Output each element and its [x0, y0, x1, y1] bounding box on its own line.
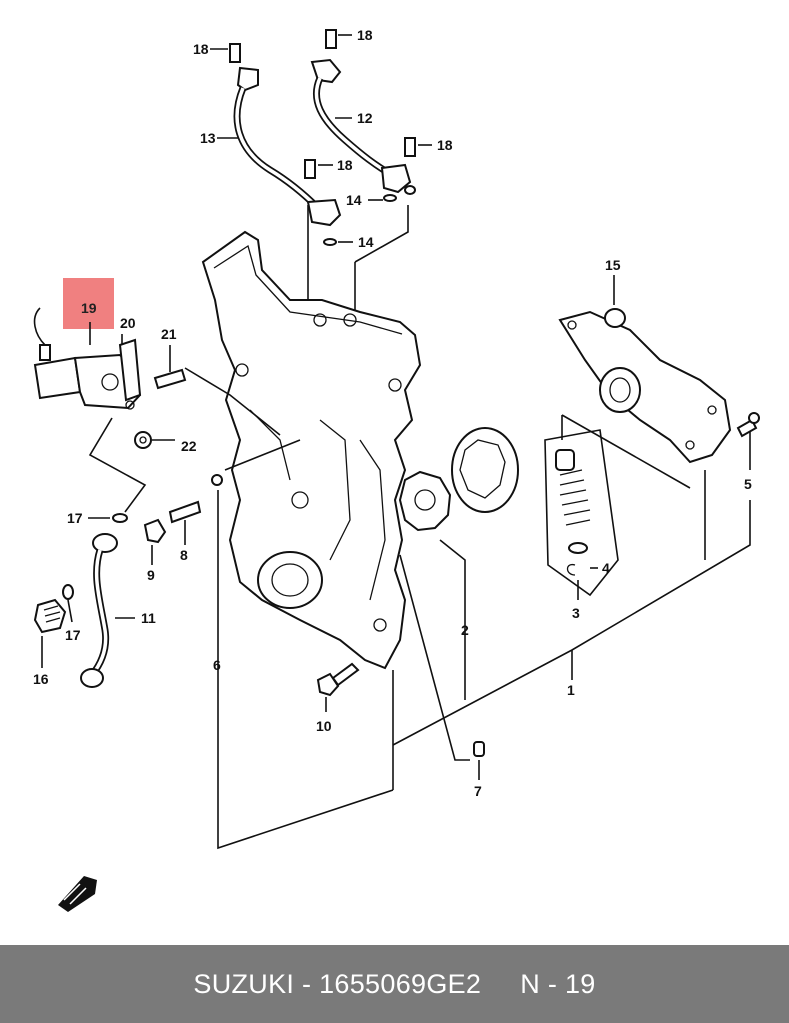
- dowel-6: [211, 474, 223, 486]
- timing-chain-cover: [201, 230, 422, 670]
- plug-9: [143, 518, 167, 544]
- label-20: 20: [120, 315, 136, 331]
- bolt-5: [736, 412, 760, 438]
- o-ring-17a: [112, 513, 128, 523]
- label-15: 15: [605, 257, 621, 273]
- label-19: 19: [81, 300, 97, 316]
- label-18d: 18: [337, 157, 353, 173]
- label-11: 11: [141, 610, 156, 626]
- pin-7: [473, 741, 485, 757]
- oil-pipe-13: [233, 66, 342, 227]
- o-ring-17b: [62, 584, 74, 600]
- nut-22: [134, 431, 152, 449]
- label-18c: 18: [437, 137, 453, 153]
- banjo-bolts-18: [229, 29, 416, 179]
- relief-valve-3: [544, 429, 619, 597]
- bolt-10: [316, 662, 360, 697]
- label-1: 1: [567, 682, 575, 698]
- stud-21: [153, 368, 187, 390]
- seal-15: [604, 308, 626, 328]
- label-17a: 17: [67, 510, 83, 526]
- label-7: 7: [474, 783, 482, 799]
- label-3: 3: [572, 605, 580, 621]
- label-12: 12: [357, 110, 373, 126]
- oil-pipe-12: [310, 58, 412, 194]
- label-21: 21: [161, 326, 177, 342]
- oil-pipe-11: [80, 533, 118, 688]
- label-10: 10: [316, 718, 332, 734]
- gasket-20: [118, 338, 142, 402]
- label-13: 13: [200, 130, 216, 146]
- highlight-box-19: [63, 278, 114, 329]
- label-14b: 14: [358, 234, 374, 250]
- oil-pump-rotor-2: [398, 427, 519, 532]
- label-9: 9: [147, 567, 155, 583]
- label-6: 6: [213, 657, 221, 673]
- label-17b: 17: [65, 627, 81, 643]
- label-16: 16: [33, 671, 49, 687]
- parts-diagram: 18 18 13 12 18 18 14 14 15 19 20 21 22 5…: [33, 27, 760, 912]
- washers-14: [323, 185, 416, 246]
- footer-bar: SUZUKI - 1655069GE2 N - 19: [0, 945, 789, 1023]
- union-bolt-16: [33, 598, 67, 634]
- label-18a: 18: [193, 41, 209, 57]
- footer-part-number: SUZUKI - 1655069GE2 N - 19: [193, 968, 596, 999]
- label-2: 2: [461, 622, 469, 638]
- label-22: 22: [181, 438, 197, 454]
- label-14a: 14: [346, 192, 362, 208]
- front-arrow-icon: [58, 876, 97, 912]
- bolt-8: [168, 500, 202, 524]
- label-4: 4: [602, 560, 610, 576]
- label-8: 8: [180, 547, 188, 563]
- label-5: 5: [744, 476, 752, 492]
- oil-pump-cover: [558, 310, 732, 464]
- circlip-4: [566, 563, 576, 576]
- label-18b: 18: [357, 27, 373, 43]
